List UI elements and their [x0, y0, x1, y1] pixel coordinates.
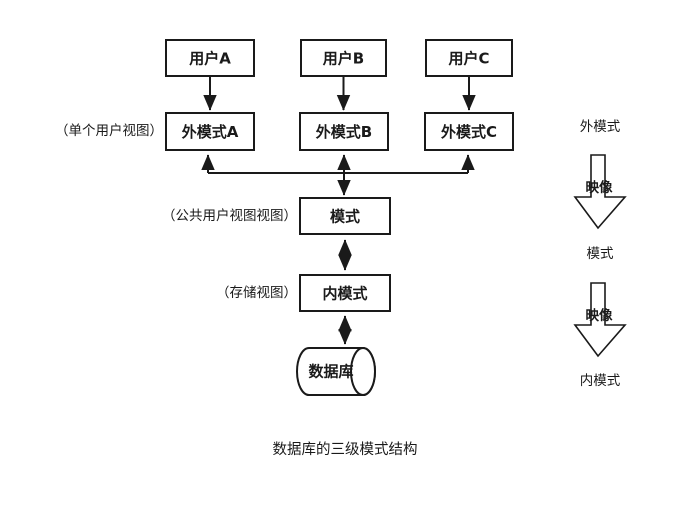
side-label-storage-view: （存储视图）: [216, 285, 297, 301]
legend-level-internal: 内模式: [580, 373, 621, 389]
user-node-a: 用户A: [165, 39, 255, 77]
external-schema-b-box: [299, 112, 389, 151]
external-schema-node-b: 外模式B: [299, 112, 389, 151]
legend-mapping-upper-label: 映像: [586, 179, 614, 196]
database-node: 数据库: [296, 347, 376, 396]
legend-level-external: 外模式: [580, 119, 621, 135]
diagram-caption: 数据库的三级模式结构: [273, 441, 418, 458]
external-schema-b-label: 外模式B: [315, 123, 372, 141]
user-node-b: 用户B: [300, 39, 387, 77]
user-node-c: 用户C: [425, 39, 513, 77]
external-to-conceptual-bus: [201, 154, 475, 196]
database-label: 数据库: [308, 363, 353, 381]
external-schema-node-c: 外模式C: [424, 112, 514, 151]
side-label-external-view: （单个用户视图）: [55, 122, 163, 139]
external-schema-node-a: 外模式A: [165, 112, 255, 151]
legend-level-conceptual: 模式: [587, 246, 615, 262]
internal-schema-node: 内模式: [299, 274, 391, 312]
conceptual-schema-node: 模式: [299, 197, 391, 235]
user-c-label: 用户C: [448, 50, 489, 68]
legend-mapping-lower-label: 映像: [586, 307, 614, 324]
external-schema-a-label: 外模式A: [181, 123, 239, 141]
internal-schema-box: [299, 274, 391, 312]
conceptual-schema-box: [299, 197, 391, 235]
block-arrow-upper-shape: [573, 154, 627, 230]
user-a-label: 用户A: [189, 50, 231, 68]
database-cylinder-cap: [350, 347, 376, 396]
external-schema-c-label: 外模式C: [440, 123, 497, 141]
conceptual-schema-label: 模式: [330, 208, 360, 226]
legend-mapping-arrow-lower: 映像: [573, 282, 627, 358]
user-b-label: 用户B: [323, 50, 364, 68]
block-arrow-lower-shape: [573, 282, 627, 358]
external-schema-a-box: [165, 112, 255, 151]
legend-mapping-arrow-upper: 映像: [573, 154, 627, 230]
internal-schema-label: 内模式: [322, 285, 367, 303]
side-label-conceptual-view: （公共用户视图视图）: [162, 207, 297, 224]
external-schema-c-box: [424, 112, 514, 151]
